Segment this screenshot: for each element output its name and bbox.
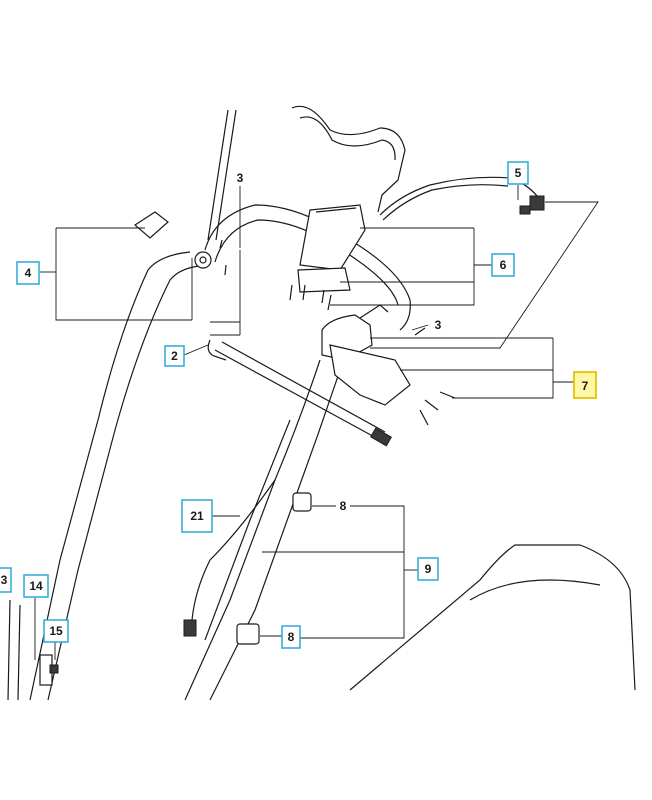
callout-14-label: 14 <box>29 579 43 593</box>
callout-21-label: 21 <box>190 509 204 523</box>
callout-15[interactable]: 15 <box>43 619 69 643</box>
screw-group <box>219 239 456 426</box>
label-3-top: 3 <box>237 171 244 185</box>
callout-4[interactable]: 4 <box>16 261 40 285</box>
callout-6[interactable]: 6 <box>491 253 515 277</box>
callout-7-label: 7 <box>582 379 589 393</box>
callout-15-label: 15 <box>49 624 63 638</box>
callout-14[interactable]: 14 <box>23 574 49 598</box>
callout-3-left[interactable]: 3 <box>0 567 12 593</box>
callout-7[interactable]: 7 <box>573 371 597 399</box>
callout-5-label: 5 <box>515 166 522 180</box>
callout-9[interactable]: 9 <box>417 557 439 581</box>
callout-4-label: 4 <box>25 266 32 280</box>
callout-6-label: 6 <box>500 258 507 272</box>
label-3-right: 3 <box>435 318 442 332</box>
leader-lines <box>34 185 599 660</box>
label-8-top: 8 <box>340 499 347 513</box>
callout-8-bottom-label: 8 <box>288 630 295 644</box>
callout-9-label: 9 <box>425 562 432 576</box>
handle-assembly-drawing <box>7 105 636 701</box>
callout-8-bottom[interactable]: 8 <box>281 625 301 649</box>
callout-21[interactable]: 21 <box>181 499 213 533</box>
callout-2[interactable]: 2 <box>164 345 185 367</box>
callout-5[interactable]: 5 <box>507 161 529 185</box>
callout-3-left-label: 3 <box>1 573 8 587</box>
callout-2-label: 2 <box>171 349 178 363</box>
